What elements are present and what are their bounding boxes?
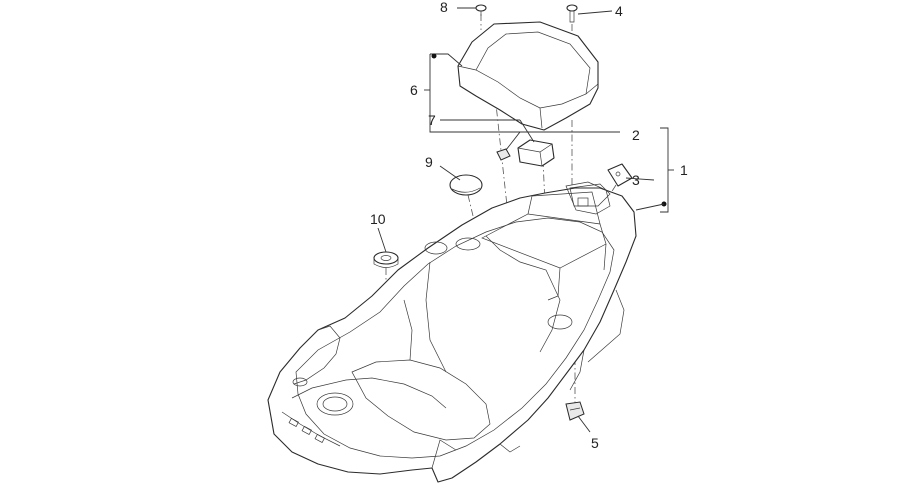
round-cap [449,174,483,196]
leg-shield-body [267,181,637,483]
callout-1: 1 [680,162,688,178]
callout-2: 2 [632,127,640,143]
callout-10: 10 [370,211,386,227]
callout-5: 5 [591,435,599,451]
callout-3: 3 [632,172,640,188]
callout-labels: 8 4 6 7 2 1 3 9 10 5 [370,0,688,451]
fasteners [475,4,585,421]
bracket-dot [431,53,437,59]
rubber-grommet [373,251,399,268]
small-clip-parts [496,139,633,207]
callout-8: 8 [440,0,448,15]
callout-6: 6 [410,82,418,98]
leader-lines [377,7,674,433]
callout-4: 4 [615,3,623,19]
callout-9: 9 [425,154,433,170]
lid-cover [457,21,599,131]
callout-7: 7 [428,112,436,128]
